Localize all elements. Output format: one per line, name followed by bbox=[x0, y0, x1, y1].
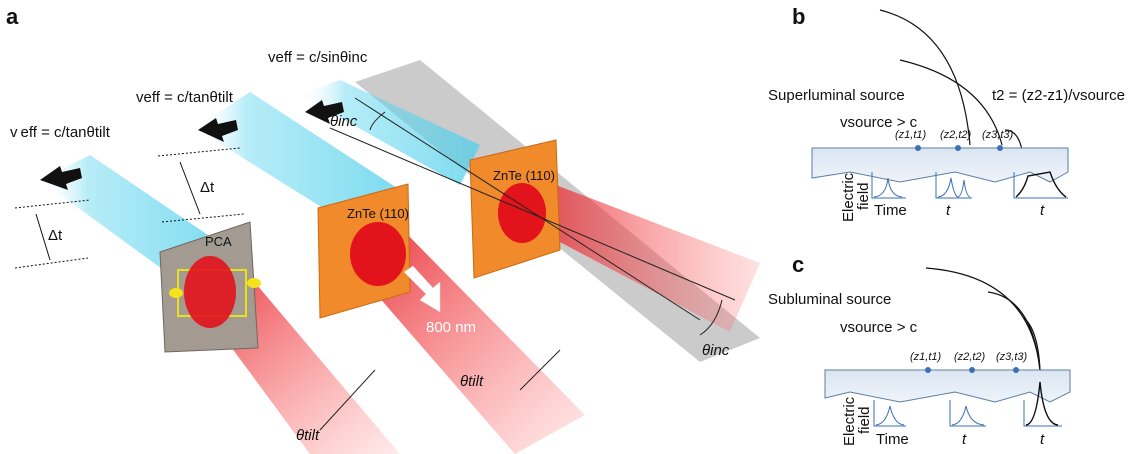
mini-plot-axes bbox=[873, 400, 906, 427]
direction-arrow-right bbox=[305, 100, 344, 124]
pca-contact-left bbox=[169, 288, 183, 298]
xlabel-t: t bbox=[946, 202, 951, 219]
wavefront-arc bbox=[879, 9, 971, 146]
znte-spot-right bbox=[498, 183, 546, 243]
direction-arrow-middle bbox=[198, 118, 238, 142]
wavefront-line bbox=[14, 199, 91, 209]
ylabel-electric: Electric bbox=[841, 396, 858, 446]
thz-beam-right bbox=[300, 80, 480, 185]
normal-line bbox=[329, 127, 736, 301]
incidence-line bbox=[354, 97, 701, 321]
panel-b-label: b bbox=[792, 4, 805, 29]
veff-label-right: veff = c/sinθinc bbox=[268, 49, 368, 66]
delta-t-label-middle: Δt bbox=[200, 179, 215, 196]
panel-b-equation: t2 = (z2-z1)/vsource bbox=[992, 87, 1125, 104]
panel-a-label: a bbox=[6, 4, 19, 29]
point-label: (z1,t1) bbox=[910, 351, 942, 363]
panel-b: b Superluminal source vsource > c t2 = (… bbox=[768, 4, 1125, 222]
ylabel-field: field bbox=[856, 406, 873, 434]
theta-inc-label-top: θinc bbox=[330, 113, 358, 130]
veff-label-left: v eff = c/tanθtilt bbox=[10, 124, 111, 141]
xlabel-time: Time bbox=[874, 202, 907, 219]
wavefront-arc bbox=[1023, 317, 1041, 371]
source-point bbox=[969, 367, 975, 373]
delta-t-arrow-left bbox=[35, 213, 51, 261]
pump-wavelength-label: 800 nm bbox=[426, 319, 476, 336]
veff-label-middle: veff = c/tanθtilt bbox=[136, 89, 234, 106]
thz-beam-middle bbox=[195, 92, 400, 225]
emission-surface bbox=[811, 147, 1069, 183]
znte-label-right: ZnTe (110) bbox=[493, 168, 555, 183]
pulse-trace bbox=[875, 405, 905, 426]
wavefront-line bbox=[161, 213, 245, 223]
pca-spot bbox=[184, 256, 236, 328]
panel-c-title: Subluminal source bbox=[768, 291, 891, 308]
point-label: (z1,t1) bbox=[895, 129, 927, 141]
pulse-trace bbox=[1025, 381, 1059, 426]
source-point bbox=[925, 367, 931, 373]
theta-tilt-label-left: θtilt bbox=[296, 427, 320, 444]
delta-t-label-left: Δt bbox=[48, 227, 63, 244]
mini-plot-axes bbox=[949, 400, 986, 427]
panel-b-title: Superluminal source bbox=[768, 87, 905, 104]
mini-plot-axes bbox=[871, 172, 906, 199]
point-label: (z2,t2) bbox=[954, 351, 986, 363]
theta-inc-label-bottom: θinc bbox=[702, 342, 730, 359]
wavefront-arc bbox=[899, 59, 1003, 146]
xlabel-t: t bbox=[962, 431, 967, 448]
panel-b-condition: vsource > c bbox=[840, 114, 918, 131]
wavefront-arc bbox=[1004, 129, 1023, 151]
source-point bbox=[915, 145, 921, 151]
point-label: (z2,t2) bbox=[940, 129, 972, 141]
incidence-angle-arc bbox=[369, 111, 386, 131]
pca-contact-right bbox=[247, 278, 261, 288]
wavefront-line bbox=[14, 257, 89, 269]
xlabel-t: t bbox=[1040, 431, 1045, 448]
znte-spot-mid bbox=[350, 222, 406, 286]
ylabel-field: field bbox=[855, 182, 872, 210]
wavefront-line bbox=[157, 147, 241, 157]
xlabel-time: Time bbox=[876, 431, 909, 448]
panel-c-label: c bbox=[792, 252, 804, 277]
pulse-trace bbox=[1015, 171, 1067, 198]
emission-surface bbox=[824, 369, 1071, 403]
pulse-trace bbox=[951, 405, 985, 426]
source-point bbox=[955, 145, 961, 151]
delta-t-arrow-middle bbox=[179, 161, 201, 215]
incidence-angle-arc-bottom bbox=[699, 299, 723, 336]
panel-a: a PCA ZnTe (110) ZnTe (110) 800 nm bbox=[6, 4, 760, 454]
pump-arrow bbox=[403, 265, 441, 313]
direction-arrow-left bbox=[40, 166, 82, 190]
mini-plot-axes bbox=[935, 172, 972, 199]
tilt-line-mid bbox=[519, 349, 561, 391]
source-point bbox=[1013, 367, 1019, 373]
pulse-trace bbox=[937, 177, 971, 198]
znte-label-mid: ZnTe (110) bbox=[347, 206, 409, 221]
point-label: (z3,t3) bbox=[982, 129, 1014, 141]
ylabel-electric: Electric bbox=[840, 172, 857, 222]
pulse-trace bbox=[873, 177, 903, 198]
panel-c: c Subluminal source vsource > c (z1,t1) … bbox=[768, 252, 1071, 448]
source-point bbox=[997, 145, 1003, 151]
wavefront-arc bbox=[987, 291, 1041, 371]
xlabel-t: t bbox=[1040, 202, 1045, 219]
point-label: (z3,t3) bbox=[996, 351, 1028, 363]
tilt-line-left bbox=[319, 369, 376, 431]
pca-label: PCA bbox=[205, 234, 232, 249]
theta-tilt-label-mid: θtilt bbox=[460, 373, 484, 390]
mini-plot-axes bbox=[1023, 400, 1062, 427]
panel-c-condition: vsource > c bbox=[840, 319, 918, 336]
mini-plot-axes bbox=[1013, 172, 1068, 199]
